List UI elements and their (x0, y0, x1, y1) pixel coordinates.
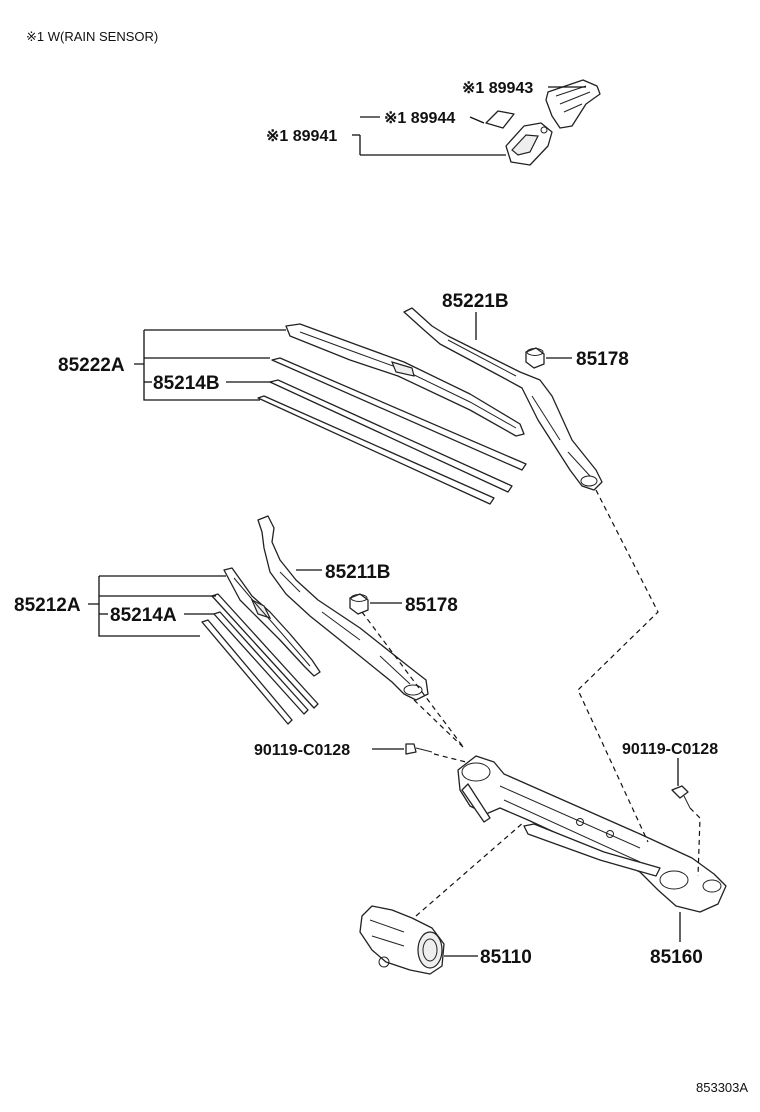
label-85222A: 85222A (58, 355, 125, 376)
label-85211B: 85211B (325, 562, 391, 583)
wiper-rubber-85214A[interactable] (201, 593, 319, 725)
diagram-code: 853303A (696, 1080, 748, 1095)
label-89941: ※1 89941 (266, 128, 337, 145)
nut-85178-lower[interactable] (349, 593, 369, 615)
rain-sensor-note: ※1 W(RAIN SENSOR) (26, 29, 158, 44)
wiper-rubber-85214B[interactable] (257, 357, 527, 505)
label-85178-upper: 85178 (576, 349, 629, 370)
upper-wiper-group: 85221B 85178 85222A 85214B (58, 291, 629, 505)
label-85221B: 85221B (442, 291, 509, 312)
label-bolt-left: 90119-C0128 (254, 742, 350, 759)
wiper-blade-85212A[interactable] (223, 567, 321, 677)
label-85178-lower: 85178 (405, 595, 458, 616)
wiper-blade-85222A[interactable] (285, 323, 525, 437)
lower-wiper-group: 85211B 85178 85212A 85214A (14, 515, 458, 725)
label-85110: 85110 (480, 947, 532, 968)
rain-sensor-89941[interactable] (505, 122, 553, 166)
label-85214B: 85214B (153, 373, 220, 394)
rain-sensor-group: ※1 89943 ※1 89944 ※1 89941 (266, 79, 601, 166)
label-bolt-right: 90119-C0128 (622, 741, 718, 758)
wiper-motor-85110[interactable] (359, 905, 445, 975)
rain-sensor-pad-89944[interactable] (485, 110, 515, 129)
wiper-arm-85221B[interactable] (403, 307, 603, 491)
rain-sensor-cover-89943[interactable] (545, 79, 601, 129)
bolt-90119-right[interactable] (671, 785, 691, 809)
wiper-arm-85211B[interactable] (257, 515, 429, 701)
label-85214A: 85214A (110, 605, 177, 626)
bolt-90119-left[interactable] (405, 743, 433, 755)
linkage-group: 90119-C0128 90119-C0128 85110 85160 (254, 489, 727, 975)
label-85160: 85160 (650, 947, 703, 968)
nut-85178-upper[interactable] (525, 347, 545, 369)
label-85212A: 85212A (14, 595, 81, 616)
wiper-link-85160[interactable] (457, 755, 727, 913)
label-89944: ※1 89944 (384, 110, 455, 127)
label-89943: ※1 89943 (462, 80, 533, 97)
